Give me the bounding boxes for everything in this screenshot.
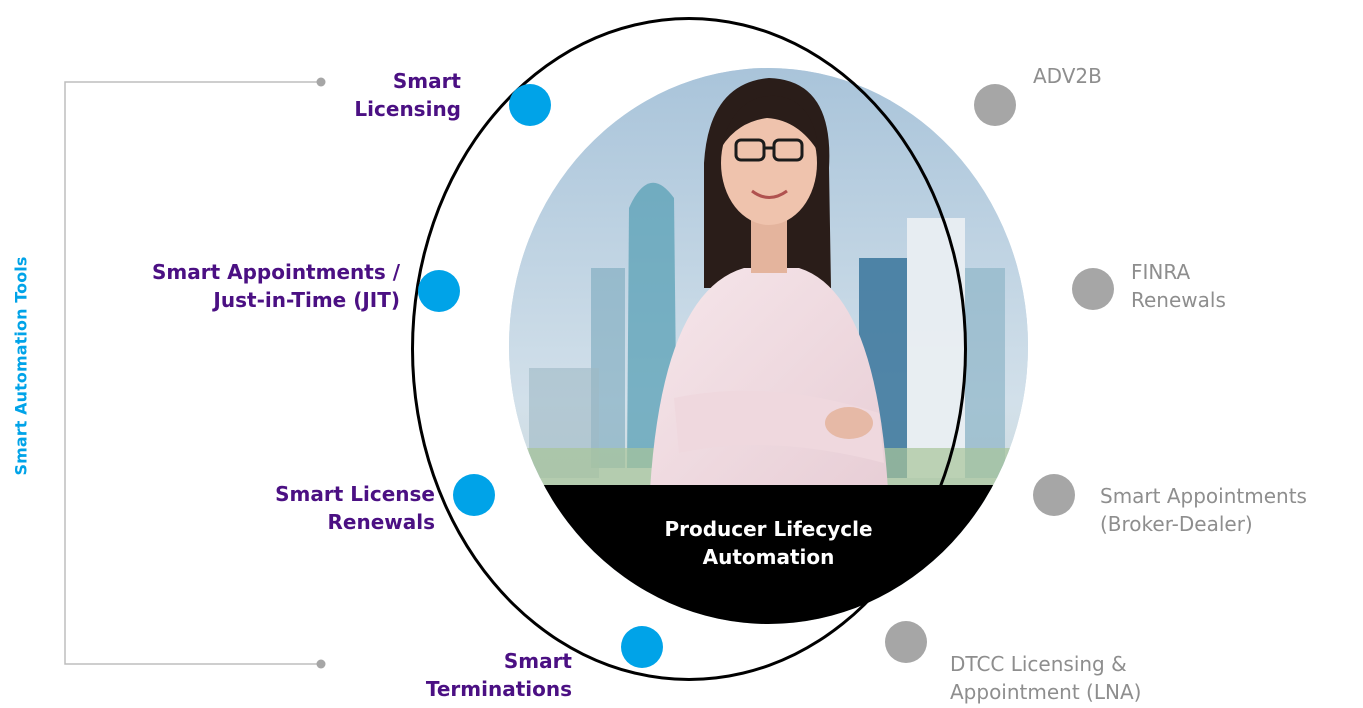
smart-licensing-line2: Licensing <box>354 97 461 121</box>
smart-license-renewals-line2: Renewals <box>327 510 436 534</box>
smart-appointments-bd-line2: (Broker-Dealer) <box>1100 512 1253 536</box>
smart-licensing-line1: Smart <box>392 69 461 93</box>
smart-terminations-line1: Smart <box>503 649 572 673</box>
adv2b-line1: ADV2B <box>1033 64 1102 88</box>
smart-appointments-bd-line1: Smart Appointments <box>1100 484 1307 508</box>
smart-terminations-line2: Terminations <box>425 677 572 701</box>
smart-appointments-bd-dot[interactable] <box>1033 474 1075 516</box>
adv2b-label[interactable]: ADV2B <box>1033 62 1102 90</box>
smart-appointments-jit-line1: Smart Appointments / <box>151 260 400 284</box>
finra-renewals-line2: Renewals <box>1131 288 1226 312</box>
smart-license-renewals-label[interactable]: Smart License Renewals <box>275 480 435 536</box>
smart-appointments-bd-label[interactable]: Smart Appointments (Broker-Dealer) <box>1100 482 1307 538</box>
dtcc-lna-label[interactable]: DTCC Licensing & Appointment (LNA) <box>950 650 1141 706</box>
smart-licensing-label[interactable]: Smart Licensing <box>354 67 461 123</box>
finra-renewals-dot[interactable] <box>1072 268 1114 310</box>
outer-ring <box>411 17 967 681</box>
adv2b-dot[interactable] <box>974 84 1016 126</box>
smart-licensing-dot[interactable] <box>509 84 551 126</box>
dtcc-lna-line1: DTCC Licensing & <box>950 652 1127 676</box>
finra-renewals-line1: FINRA <box>1131 260 1191 284</box>
smart-appointments-jit-label[interactable]: Smart Appointments / Just-in-Time (JIT) <box>152 258 400 314</box>
smart-terminations-label[interactable]: Smart Terminations <box>426 647 572 703</box>
smart-license-renewals-line1: Smart License <box>275 482 435 506</box>
smart-appointments-jit-line2: Just-in-Time (JIT) <box>213 288 400 312</box>
finra-renewals-label[interactable]: FINRA Renewals <box>1131 258 1226 314</box>
dtcc-lna-line2: Appointment (LNA) <box>950 680 1142 704</box>
smart-terminations-dot[interactable] <box>621 626 663 668</box>
smart-appointments-jit-dot[interactable] <box>418 270 460 312</box>
dtcc-lna-dot[interactable] <box>885 621 927 663</box>
smart-license-renewals-dot[interactable] <box>453 474 495 516</box>
smart-automation-tools-label: Smart Automation Tools <box>11 256 31 476</box>
